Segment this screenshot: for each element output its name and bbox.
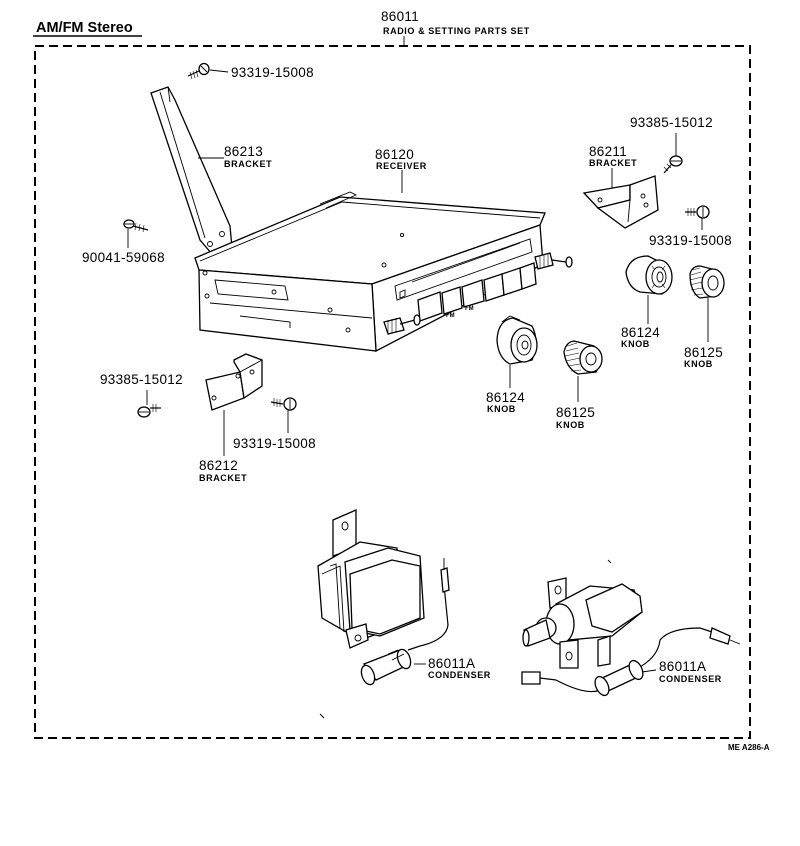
- knob-86125-center-description: KNOB: [556, 420, 585, 430]
- bracket-86213-description: BRACKET: [224, 159, 272, 169]
- knob-icon: [689, 265, 725, 299]
- screw-icon: [685, 205, 710, 219]
- knob-86125-right-description: KNOB: [684, 359, 713, 369]
- screw-right-part-number: 93319-15008: [649, 233, 732, 248]
- bracket-86212-icon: [205, 353, 263, 411]
- receiver-button-fm-2: FM: [465, 306, 474, 312]
- condenser-right-part-number: 86011A: [659, 659, 706, 674]
- bracket-86212-description: BRACKET: [199, 473, 247, 483]
- bracket-86213-part-number: 86213: [224, 144, 263, 159]
- condenser-icon: [317, 509, 450, 686]
- receiver-description: RECEIVER: [376, 161, 427, 171]
- screw-93385-right-part-number: 93385-15012: [630, 115, 713, 130]
- diagram-title: AM/FM Stereo: [36, 20, 133, 36]
- bracket-86211-part-number: 86211: [589, 144, 627, 159]
- leader-line: [209, 69, 229, 73]
- set-description: RADIO & SETTING PARTS SET: [383, 26, 530, 36]
- receiver-part-number: 86120: [375, 147, 414, 162]
- stray-mark: [607, 559, 612, 564]
- screw-icon: [137, 404, 161, 418]
- knob-icon: [625, 255, 673, 295]
- set-boundary: [34, 45, 751, 739]
- knob-86124-right-part-number: 86124: [621, 325, 660, 340]
- screw-icon: [663, 155, 683, 174]
- condenser-icon: [521, 577, 741, 697]
- receiver-icon: [194, 191, 573, 353]
- bracket-86211-icon: [582, 175, 659, 229]
- condenser-right-description: CONDENSER: [659, 674, 722, 684]
- condenser-left-description: CONDENSER: [428, 670, 491, 680]
- bracket-86212-part-number: 86212: [199, 458, 238, 473]
- knob-86124-center-part-number: 86124: [486, 390, 525, 405]
- bracket-86211-description: BRACKET: [589, 158, 637, 168]
- screw-left-part-number: 93319-15008: [233, 436, 316, 451]
- bolt-icon: [123, 219, 149, 233]
- screw-top-part-number: 93319-15008: [231, 65, 314, 80]
- receiver-button-fm-1: FM: [446, 313, 455, 319]
- knob-86125-center-part-number: 86125: [556, 405, 595, 420]
- bolt-part-number: 90041-59068: [82, 250, 165, 265]
- screw-93385-left-part-number: 93385-15012: [100, 372, 183, 387]
- screw-icon: [270, 397, 297, 411]
- knob-icon: [496, 315, 538, 365]
- leader-line: [641, 669, 657, 673]
- bracket-86213-icon: [150, 86, 233, 255]
- stray-mark: [319, 713, 325, 719]
- knob-86125-right-part-number: 86125: [684, 345, 723, 360]
- screw-icon: [187, 62, 210, 80]
- knob-icon: [563, 340, 603, 375]
- condenser-left-part-number: 86011A: [428, 656, 475, 671]
- set-part-number: 86011: [381, 9, 419, 24]
- figure-reference: ME A286-A: [728, 743, 770, 752]
- knob-86124-center-description: KNOB: [487, 404, 516, 414]
- knob-86124-right-description: KNOB: [621, 339, 650, 349]
